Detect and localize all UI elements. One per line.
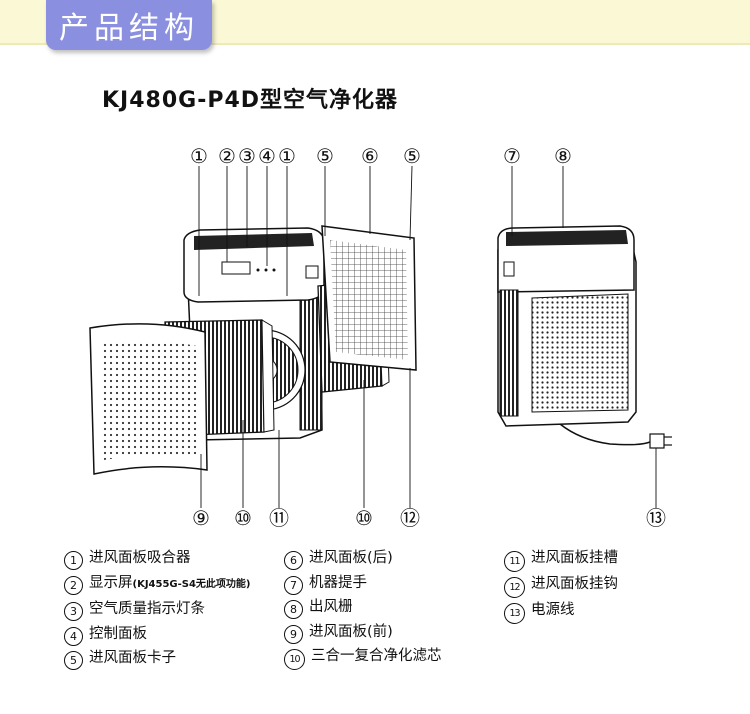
legend-item: 4 控制面板 xyxy=(64,622,251,647)
legend-label: 进风面板(前) xyxy=(309,623,393,640)
callout-10a: ⑩ xyxy=(234,506,252,530)
callout-1a: ① xyxy=(190,144,208,168)
legend-label: 进风面板挂槽 xyxy=(531,550,618,566)
legend-number: 10 xyxy=(284,649,305,670)
legend-label: 进风面板挂钩 xyxy=(531,576,618,592)
legend-number: 13 xyxy=(504,603,525,624)
assembled-unit xyxy=(497,225,672,449)
callout-1b: ① xyxy=(278,144,296,168)
header-divider xyxy=(0,43,750,45)
legend-label: 显示屏 xyxy=(89,574,133,591)
legend-number: 4 xyxy=(64,626,83,646)
section-header-tab: 产品结构 xyxy=(46,0,212,50)
callout-12: ⑫ xyxy=(400,506,420,530)
legend-item: 1 进风面板吸合器 xyxy=(64,546,251,571)
legend-label: 进风面板(后) xyxy=(309,550,393,566)
legend-number: 9 xyxy=(284,624,303,644)
legend-number: 8 xyxy=(284,600,303,619)
callout-2: ② xyxy=(218,144,236,168)
legend-label: 三合一复合净化滤芯 xyxy=(311,648,442,664)
legend-label: 进风面板卡子 xyxy=(89,650,176,666)
legend-number: 3 xyxy=(64,602,83,621)
callout-5a: ⑤ xyxy=(316,144,334,168)
callout-13: ⑬ xyxy=(646,506,666,530)
legend-label: 空气质量指示灯条 xyxy=(89,601,205,617)
legend-number: 2 xyxy=(64,575,83,595)
legend-number: 6 xyxy=(284,551,303,570)
callout-6: ⑥ xyxy=(361,144,379,168)
callout-5b: ⑤ xyxy=(403,144,421,168)
legend-number: 7 xyxy=(284,575,303,595)
legend-item: 13 电源线 xyxy=(504,598,618,624)
rear-intake-panel xyxy=(321,225,417,371)
legend-label: 进风面板吸合器 xyxy=(89,550,191,566)
legend-number: 5 xyxy=(64,651,83,670)
callouts: ① ② ③ ④ ① ⑤ ⑥ ⑤ ⑦ ⑧ ⑨ ⑩ ⑪ ⑩ ⑫ ⑬ xyxy=(190,144,666,530)
legend-column-3: 11 进风面板挂槽 12 进风面板挂钩 13 电源线 xyxy=(504,546,618,624)
legend-item: 8 出风栅 xyxy=(284,595,442,620)
callout-7: ⑦ xyxy=(503,144,521,168)
legend-item: 9 进风面板(前) xyxy=(284,620,442,645)
front-intake-panel xyxy=(89,323,208,475)
legend-label: 出风栅 xyxy=(309,599,353,615)
legend-number: 1 xyxy=(64,551,83,570)
control-head xyxy=(183,227,325,303)
legend-label: 控制面板 xyxy=(89,625,147,642)
callout-9: ⑨ xyxy=(192,506,210,530)
legend-item: 5 进风面板卡子 xyxy=(64,646,251,671)
legend-column-2: 6 进风面板(后) 7 机器提手 8 出风栅 9 进风面板(前) 10 三合一复合净化滤芯 xyxy=(284,546,442,670)
legend-item: 10 三合一复合净化滤芯 xyxy=(284,644,442,670)
callout-11: ⑪ xyxy=(269,506,289,530)
diagram-title: KJ480G-P4D型空气净化器 xyxy=(102,88,399,113)
legend-item: 12 进风面板挂钩 xyxy=(504,572,618,598)
legend-item: 7 机器提手 xyxy=(284,571,442,596)
legend-number: 11 xyxy=(504,551,525,572)
callout-10b: ⑩ xyxy=(355,506,373,530)
legend-item: 3 空气质量指示灯条 xyxy=(64,597,251,622)
legend-label: 机器提手 xyxy=(309,574,367,591)
legend-item: 11 进风面板挂槽 xyxy=(504,546,618,572)
legend-note: (KJ455G-S4无此项功能) xyxy=(132,578,251,590)
callout-3: ③ xyxy=(238,144,256,168)
legend-number: 12 xyxy=(504,577,525,598)
legend-label: 电源线 xyxy=(531,602,575,618)
legend-item: 6 进风面板(后) xyxy=(284,546,442,571)
callout-8: ⑧ xyxy=(554,144,572,168)
leader-lines xyxy=(198,165,657,508)
callout-4: ④ xyxy=(258,144,276,168)
section-header-title: 产品结构 xyxy=(59,11,199,46)
legend-item: 2 显示屏(KJ455G-S4无此项功能) xyxy=(64,571,251,598)
